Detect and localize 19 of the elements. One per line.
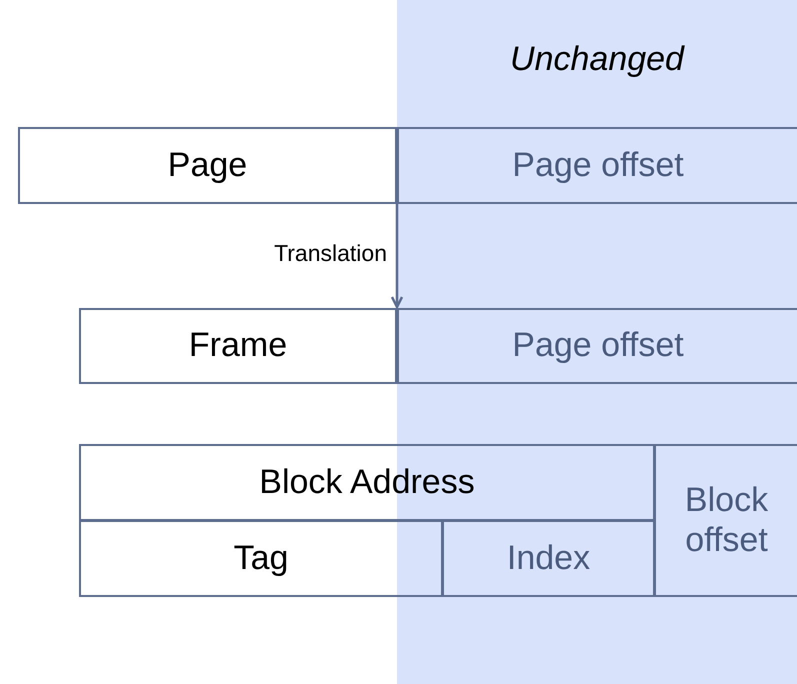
field-label: Block offset	[684, 481, 770, 560]
address-field	[79, 308, 397, 384]
address-field	[397, 308, 797, 384]
field-label: Page offset	[512, 326, 684, 366]
field-label: Block Address	[259, 462, 475, 502]
field-label: Tag	[234, 538, 288, 578]
arrow	[390, 204, 404, 308]
address-field	[397, 127, 797, 204]
address-field	[442, 520, 655, 597]
band-heading: Unchanged	[510, 40, 684, 80]
address-field	[654, 444, 797, 597]
address-field	[79, 444, 655, 521]
field-label: Frame	[188, 326, 288, 366]
field-label: Index	[506, 538, 590, 578]
address-field	[79, 520, 443, 597]
field-label: Page offset	[512, 146, 684, 186]
address-field	[18, 127, 397, 204]
edge-label: Translation	[274, 240, 387, 266]
field-label: Page	[168, 146, 248, 186]
